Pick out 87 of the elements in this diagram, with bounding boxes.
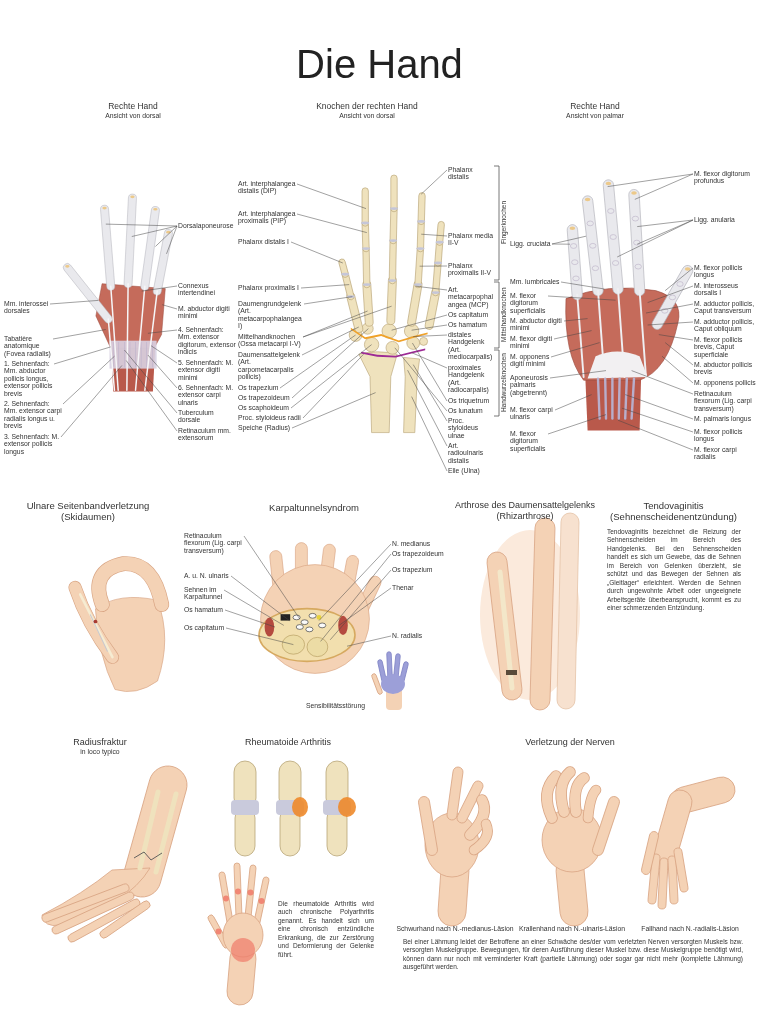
leader-line	[631, 370, 694, 395]
leader-line	[125, 360, 178, 432]
leader-line	[420, 233, 448, 237]
leader-line	[62, 355, 115, 405]
leader-line	[420, 169, 448, 195]
leader-line	[664, 342, 694, 366]
leader-line	[549, 370, 607, 379]
leader-line	[411, 396, 448, 472]
section-heading: Rechte Hand	[107, 101, 159, 112]
leader-line	[624, 394, 694, 420]
leader-line	[647, 321, 694, 326]
leader-line	[302, 305, 392, 338]
leader-line	[563, 318, 588, 322]
leader-line	[301, 326, 360, 356]
leader-line	[554, 394, 592, 411]
leader-line	[230, 575, 290, 621]
leader-line	[224, 609, 276, 628]
leader-line	[223, 589, 285, 626]
leader-line	[547, 414, 607, 435]
section-heading: Tendovaginitis (Sehnenscheidenentzündung)	[609, 500, 738, 523]
leader-line	[550, 342, 600, 358]
leader-line	[131, 225, 178, 237]
leader-line	[616, 219, 694, 258]
leader-line	[415, 285, 448, 291]
leader-line	[551, 243, 571, 245]
section-heading: Ulnare Seitenbandverletzung (Skidaumen)	[25, 500, 151, 523]
leader-line	[290, 241, 344, 264]
leader-line	[300, 284, 350, 289]
leader-line	[303, 296, 353, 305]
leader-line	[553, 330, 592, 340]
leader-line	[411, 324, 448, 331]
leader-line	[291, 328, 369, 399]
leader-line	[49, 300, 99, 305]
leader-line	[412, 342, 448, 402]
section-heading: Arthrose des Daumensattelgelenks (Rhizarthrose)	[453, 500, 597, 522]
leader-line	[279, 334, 356, 389]
diagram-title: Die Hand	[295, 42, 464, 86]
leader-line	[302, 353, 364, 419]
leader-line	[105, 223, 178, 227]
leader-line	[636, 219, 694, 245]
leader-line	[290, 344, 372, 409]
leader-line	[53, 346, 111, 365]
leader-line	[607, 173, 694, 187]
section-heading: Rechte Hand	[569, 101, 621, 112]
leader-line	[647, 285, 694, 303]
leader-line	[560, 281, 605, 290]
leader-line	[645, 303, 694, 314]
leader-line	[551, 235, 587, 245]
leader-line	[664, 267, 694, 291]
leader-line	[329, 569, 392, 641]
leader-line	[291, 392, 376, 429]
leader-line	[412, 364, 448, 422]
leader-line	[225, 627, 294, 645]
section-heading: Rheumatoide Arthritis	[243, 737, 332, 748]
leader-line	[318, 543, 392, 621]
leader-line	[394, 347, 448, 412]
leader-line	[296, 183, 367, 209]
leader-line	[346, 635, 392, 647]
leader-line	[411, 352, 448, 369]
leader-line	[243, 535, 301, 620]
leader-line	[124, 349, 178, 414]
section-heading: Radiusfraktur	[72, 737, 128, 748]
leader-line	[161, 304, 178, 310]
section-heading: Karpaltunnelsyndrom	[268, 502, 360, 514]
section-heading: Verletzung der Nerven	[524, 737, 616, 748]
leader-line	[419, 265, 448, 267]
leader-line	[391, 314, 448, 331]
leader-line	[661, 355, 694, 384]
leader-line	[320, 553, 392, 642]
leader-line	[338, 587, 392, 626]
leader-line	[147, 329, 178, 334]
leader-line	[155, 225, 178, 247]
leader-line	[412, 334, 448, 337]
leader-line	[407, 369, 448, 447]
leader-line	[658, 334, 694, 341]
leader-line	[621, 407, 694, 433]
leader-line	[634, 173, 694, 200]
leader-line	[150, 345, 178, 364]
leader-line	[617, 419, 694, 451]
leader-line	[147, 354, 178, 389]
leader-line	[52, 329, 107, 340]
leader-line	[547, 295, 616, 301]
section-heading: Knochen der rechten Hand	[315, 101, 419, 112]
leader-line	[141, 285, 178, 292]
leader-line	[166, 225, 178, 255]
leader-line	[296, 213, 368, 233]
leader-line	[60, 365, 123, 438]
